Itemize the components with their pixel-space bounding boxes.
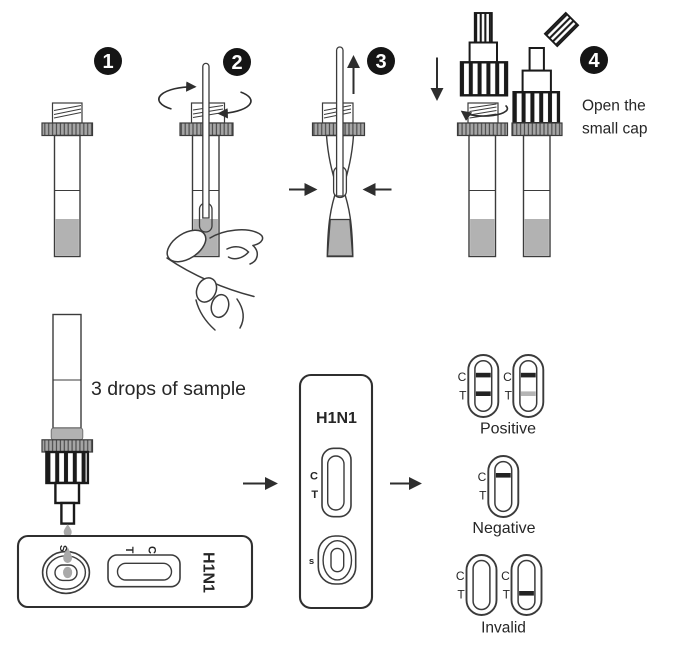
tube-body — [52, 313, 82, 429]
c-mark: C — [310, 470, 318, 482]
t-line — [475, 391, 491, 396]
assembled-tube-small-cap-off — [511, 47, 563, 258]
dropper-nozzle — [60, 501, 76, 525]
t-line-faint — [520, 391, 536, 396]
well-s-mark: S — [57, 545, 68, 552]
test-cassette-upright: H1N1 C T s — [298, 373, 374, 610]
buffer-liquid — [470, 219, 495, 256]
screw-arrow — [460, 104, 509, 121]
cap-step — [54, 481, 81, 505]
fingertip — [210, 293, 230, 319]
step-4-number: 4 — [588, 50, 600, 72]
swab-stick — [335, 46, 344, 197]
inverted-dropper-tube — [41, 313, 94, 537]
t-mark: T — [459, 389, 467, 403]
buffer-liquid — [524, 219, 549, 256]
tube-collar — [41, 122, 94, 137]
falling-drop — [63, 547, 72, 563]
positive-label: Positive — [480, 420, 536, 437]
result-window-inner — [327, 455, 345, 511]
cap-neck — [521, 69, 552, 94]
step-1-number: 1 — [102, 51, 113, 73]
step-4-badge: 4 — [580, 46, 608, 74]
large-ribbed-cap — [459, 61, 509, 97]
flying-small-cap — [543, 11, 580, 48]
t-mark: T — [457, 588, 465, 602]
negative-label: Negative — [472, 520, 535, 537]
rotate-arrow-right — [217, 91, 252, 119]
t-mark: T — [123, 547, 135, 554]
c-mark: C — [503, 370, 512, 384]
c-mark: C — [501, 569, 510, 583]
invalid-window-1: C T — [456, 554, 498, 616]
sample-well-inner — [330, 547, 345, 573]
step-2-swab-stirring: 2 — [158, 48, 264, 331]
step-3-badge-circle — [367, 47, 395, 75]
c-line — [495, 473, 511, 478]
tube-shoulder — [50, 427, 84, 441]
c-mark: C — [458, 370, 467, 384]
negative-window: C T — [478, 455, 520, 518]
buffer-liquid — [326, 218, 354, 257]
tube-collar — [41, 439, 94, 453]
rotate-arrow-left — [158, 81, 197, 110]
t-mark: T — [479, 489, 487, 503]
step-2-badge-circle — [223, 48, 251, 76]
holding-hand — [166, 229, 264, 331]
step-1-badge: 1 — [94, 47, 122, 75]
tube-thread-lines — [469, 103, 497, 119]
open-cap-note-line1: Open the — [582, 98, 646, 115]
step-4-cap-assembly: 4 Open the small cap — [430, 11, 647, 258]
step-1-extraction-tube: 1 — [41, 47, 122, 258]
cap-neck — [468, 41, 499, 64]
step-1-badge-circle — [94, 47, 122, 75]
tube-thread-lines — [53, 104, 82, 119]
fingertip — [195, 277, 218, 303]
buffer-liquid — [55, 219, 79, 256]
large-ribbed-cap — [45, 450, 90, 485]
positive-window-1: C T — [458, 354, 500, 418]
t-mark: T — [505, 389, 513, 403]
result-invalid: C T C T Invalid — [456, 554, 543, 637]
c-line — [475, 372, 491, 378]
invalid-window-2: C T — [501, 554, 543, 616]
result-window-inner — [116, 562, 173, 581]
t-mark: T — [503, 588, 511, 602]
step-3-badge: 3 — [367, 47, 395, 75]
device-name: H1N1 — [200, 552, 217, 593]
sample-drops-note: 3 drops of sample — [91, 378, 246, 400]
test-cassette-flat: S T C H1N1 — [16, 534, 254, 609]
dropper-tip — [528, 47, 545, 72]
small-ribbed-cap — [473, 12, 493, 44]
swab-stick — [202, 62, 210, 219]
step-4-badge-circle — [580, 46, 608, 74]
tube-collar — [456, 122, 509, 137]
c-mark: C — [478, 470, 487, 484]
large-ribbed-cap — [512, 90, 561, 125]
open-cap-note-line2: small cap — [582, 121, 647, 138]
result-negative: C T Negative — [472, 455, 536, 537]
sample-drop — [63, 524, 72, 537]
thumb — [166, 229, 207, 263]
positive-window-2: C T — [503, 354, 545, 418]
t-line — [519, 591, 534, 596]
step-2-number: 2 — [231, 52, 242, 74]
device-name: H1N1 — [316, 410, 357, 427]
result-positive: C T C T Positive — [458, 354, 545, 437]
well-s-mark: s — [309, 556, 314, 567]
c-mark: C — [456, 569, 465, 583]
tube-collar — [511, 122, 563, 137]
c-mark: C — [146, 546, 158, 554]
dropper-cap-above-tube — [456, 12, 509, 258]
invalid-label: Invalid — [481, 620, 526, 637]
step-2-badge: 2 — [223, 48, 251, 76]
step-3-squeeze-and-remove: 3 — [289, 46, 395, 258]
step-3-number: 3 — [375, 51, 386, 73]
c-line — [520, 372, 536, 378]
drop-in-well — [63, 566, 73, 579]
t-mark: T — [311, 489, 318, 501]
